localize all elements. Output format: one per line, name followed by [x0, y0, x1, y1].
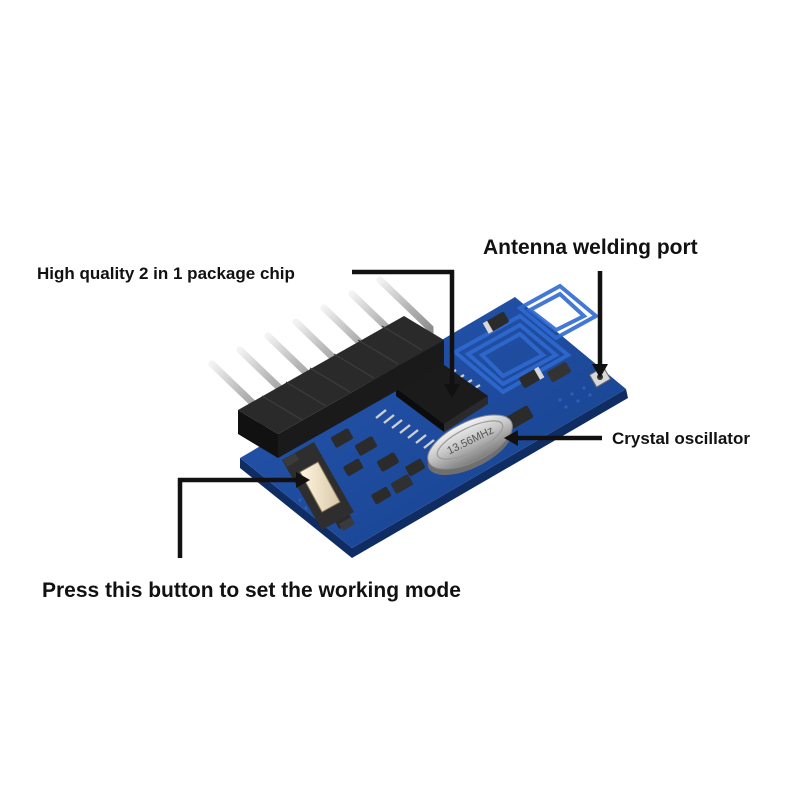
button-pad — [338, 517, 356, 531]
button-actuator — [299, 461, 341, 513]
smd-part — [519, 366, 545, 388]
header-plastic-front — [238, 410, 278, 458]
antenna-callout-label: Antenna welding port — [483, 236, 698, 259]
button-leader — [177, 477, 300, 558]
button-callout-label: Press this button to set the working mod… — [42, 579, 461, 602]
smd-part — [343, 458, 364, 476]
smd-part — [506, 405, 534, 429]
smd-part — [391, 474, 413, 494]
mode-button — [282, 442, 356, 531]
smd-part — [371, 486, 392, 504]
smd-part — [377, 452, 399, 472]
pin-header — [208, 276, 444, 458]
smd-part — [482, 312, 509, 334]
chip-arrowhead — [444, 384, 460, 398]
smd-part — [547, 362, 571, 382]
chip-leader — [352, 269, 455, 388]
header-plastic-top — [238, 316, 444, 434]
smd-part — [355, 436, 377, 456]
crystal-oscillator: 13.56MHz — [427, 414, 513, 476]
chip-callout-label: High quality 2 in 1 package chip — [37, 264, 295, 283]
button-arrowhead — [296, 472, 310, 488]
smd-components — [331, 312, 571, 529]
smd-part — [405, 458, 426, 476]
antenna-arrowhead — [592, 364, 608, 378]
leader-arrowheads — [296, 364, 608, 488]
button-pad — [282, 453, 300, 467]
smd-part — [331, 428, 353, 448]
crystal-arrowhead — [504, 430, 518, 446]
header-plastic-side — [278, 340, 444, 458]
leader-lines — [177, 269, 603, 558]
header-segments — [261, 325, 423, 421]
crystal-callout-label: Crystal oscillator — [612, 429, 750, 448]
